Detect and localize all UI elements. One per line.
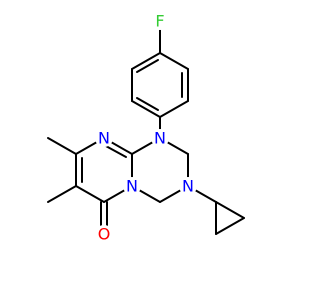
fluorine-atom: F — [151, 12, 169, 31]
oxygen-atom: O — [95, 225, 113, 244]
bond-cyclopropyl-b — [215, 217, 245, 235]
bond-ring-bottom-right — [159, 100, 189, 118]
bond-ring-top-left — [131, 52, 161, 70]
nitrogen-n5-atom: N — [123, 177, 141, 196]
bond-methyl-lower — [47, 185, 77, 203]
nitrogen-n1-label: N — [154, 129, 166, 148]
bond-ring-bottom-left — [131, 100, 161, 118]
bond-ring-top-left-inner — [136, 59, 159, 73]
bond-methyl-upper — [47, 137, 77, 155]
molecule-structure-diagram: F N N N N O — [47, 12, 245, 244]
fluorine-label: F — [155, 12, 164, 31]
nitrogen-n1-atom: N — [151, 129, 169, 148]
bond-cyclopropyl-c — [215, 201, 245, 219]
nitrogen-n3-atom: N — [179, 177, 197, 196]
nitrogen-ring-label: N — [98, 129, 110, 148]
bond-c7-c6 — [75, 185, 105, 203]
bond-ring-bottom-left-inner — [136, 97, 159, 111]
oxygen-label: O — [98, 225, 111, 244]
bond-ring-top-right — [159, 52, 189, 70]
bond-layer — [47, 29, 245, 235]
nitrogen-n5-label: N — [126, 177, 138, 196]
bond-c9a-nring-inner — [103, 144, 127, 158]
nitrogen-ring-atom: N — [95, 129, 113, 148]
atom-layer: F N N N N O — [95, 12, 197, 244]
nitrogen-n3-label: N — [182, 177, 194, 196]
